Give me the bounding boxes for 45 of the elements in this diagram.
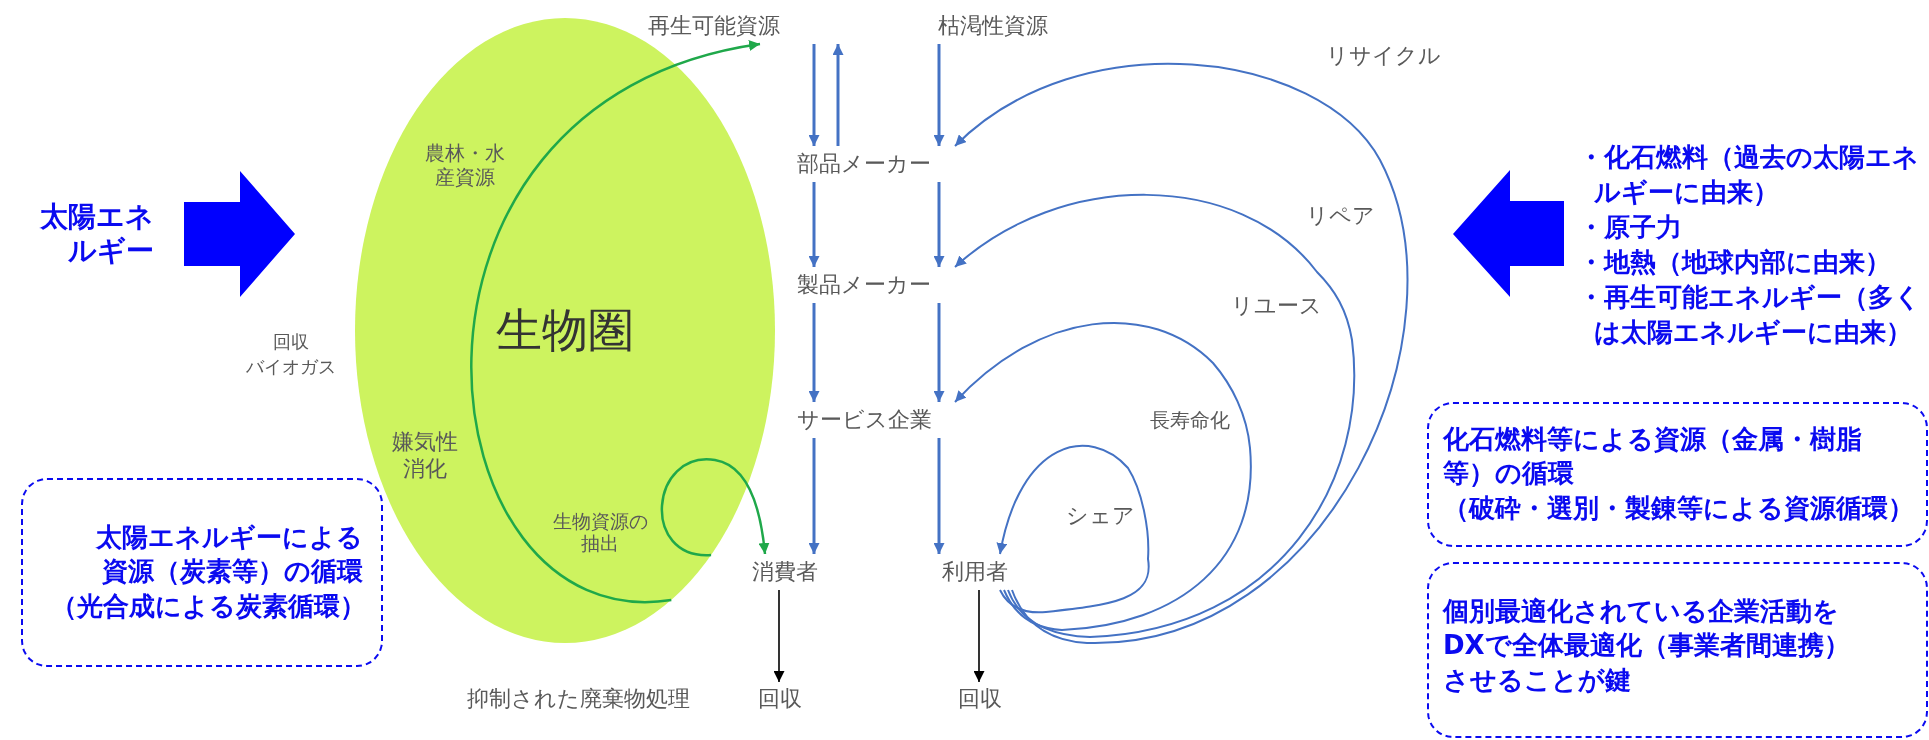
arrow — [808, 303, 820, 402]
loop-label: リユース — [1229, 293, 1323, 319]
stage-label: 部品メーカー — [785, 146, 965, 182]
bullet-item: ・化石燃料（過去の太陽エネルギーに由来） — [1578, 141, 1920, 209]
area-label: バイオガス — [245, 356, 337, 378]
stage-label: サービス企業 — [785, 402, 965, 438]
curved-arrow — [470, 41, 761, 602]
curved-arrow — [954, 193, 1356, 638]
stage-label: 消費者 — [745, 554, 825, 590]
bullet-item: ・再生可能エネルギー（多くは太陽エネルギーに由来） — [1578, 281, 1922, 349]
arrow — [808, 182, 820, 267]
curved-arrow — [997, 444, 1150, 614]
stage-label: 回収 — [950, 682, 1010, 716]
note-box: 太陽エネルギーによる資源（炭素等）の循環 （光合成による炭素循環） — [21, 478, 383, 667]
loop-label: 長寿命化 — [1149, 408, 1231, 432]
curved-arrow — [660, 458, 770, 557]
stage-label: 再生可能資源 — [640, 8, 852, 44]
bullet-item: ・地熱（地球内部に由来） — [1578, 246, 1892, 279]
stage-label: 製品メーカー — [785, 267, 965, 303]
arrow — [933, 438, 945, 554]
area-label: 回収 — [272, 331, 310, 353]
arrow — [808, 438, 820, 554]
arrow — [773, 589, 785, 683]
curved-arrow — [954, 63, 1408, 644]
arrow — [933, 303, 945, 402]
area-label: 農林・水産資源 — [424, 141, 506, 189]
note-box: 個別最適化されている企業活動をDXで全体最適化（事業者間連携）させることが鍵 — [1427, 562, 1928, 738]
arrow — [808, 44, 820, 146]
loop-label: リペア — [1304, 203, 1376, 229]
arrow — [973, 589, 985, 683]
arrow — [933, 182, 945, 267]
energy-label: 太陽エネルギー — [39, 200, 154, 268]
loop-label: リサイクル — [1324, 43, 1442, 69]
stage-label: 利用者 — [930, 554, 1020, 590]
arrow — [832, 44, 844, 146]
waste-label: 抑制された廃棄物処理 — [465, 686, 691, 712]
stage-label: 枯渇性資源 — [925, 8, 1061, 44]
bullet-item: ・原子力 — [1578, 211, 1683, 244]
curved-arrow — [954, 321, 1252, 631]
loop-label: シェア — [1064, 503, 1136, 529]
area-label: 生物資源の抽出 — [551, 510, 649, 554]
arrow — [933, 44, 945, 146]
stage-label: 回収 — [750, 682, 810, 716]
note-box: 化石燃料等による資源（金属・樹脂等）の循環 （破砕・選別・製錬等による資源循環） — [1427, 402, 1928, 547]
area-label: 嫌気性消化 — [391, 428, 459, 482]
